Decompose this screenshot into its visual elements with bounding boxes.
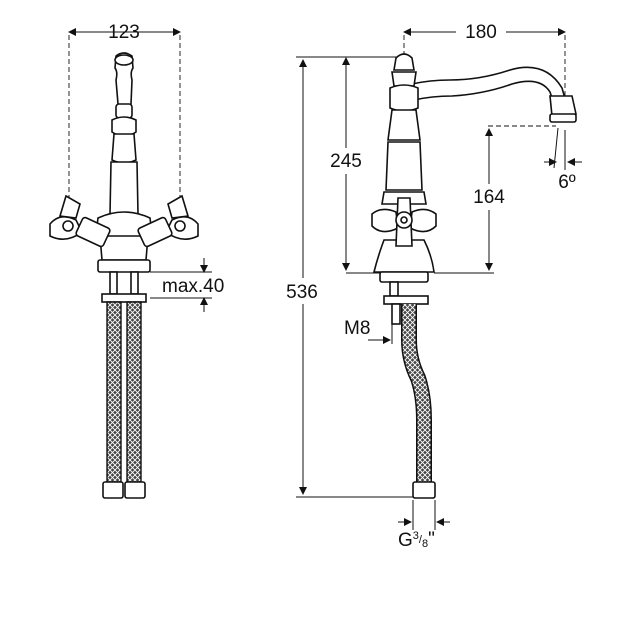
dimension-thread-hose: G3/8"	[398, 500, 450, 551]
dimension-reach: 180	[403, 20, 566, 104]
dimension-label-max40: max.40	[162, 276, 224, 297]
dimension-width-front: 123	[68, 22, 181, 215]
mounting-studs-front	[101, 271, 147, 303]
lever-handle-front	[114, 52, 134, 109]
flexible-hose-side	[401, 304, 436, 499]
dimension-label-g38: G3/8"	[398, 529, 435, 551]
cross-handle-right	[137, 194, 199, 248]
dimension-spout-height: 164	[434, 125, 556, 274]
dimension-label-164: 164	[473, 187, 505, 208]
dimension-label-180: 180	[465, 22, 497, 43]
spout	[411, 66, 577, 123]
dimension-label-245: 245	[330, 151, 362, 172]
dimension-label-536: 536	[286, 282, 318, 303]
dimension-thread-stud: M8	[344, 318, 393, 344]
dimension-total-height: 536	[280, 56, 416, 498]
cross-handle-side	[371, 197, 437, 247]
dimension-max-deck: max.40	[150, 258, 224, 312]
dimension-spout-angle: 6º	[544, 127, 582, 193]
dimension-label-m8: M8	[344, 318, 370, 339]
front-view: 123	[49, 22, 224, 499]
tap-body-front	[95, 103, 153, 273]
dimension-body-height: 245	[326, 57, 384, 274]
flexible-hoses-front	[102, 301, 146, 499]
dimension-label-123: 123	[108, 22, 140, 43]
cross-handle-left	[49, 194, 111, 248]
dimension-label-6deg: 6º	[558, 172, 576, 193]
side-view: 536 245 180 164	[280, 20, 582, 551]
